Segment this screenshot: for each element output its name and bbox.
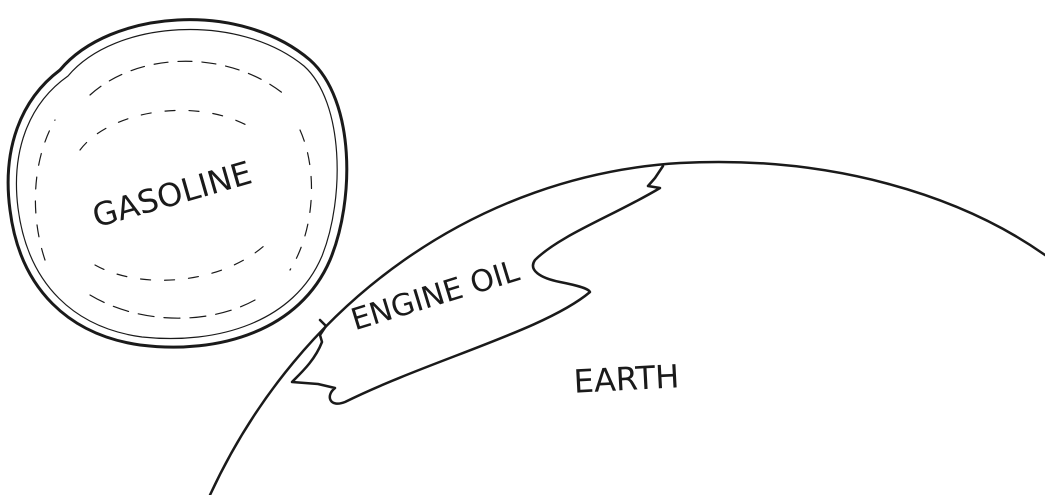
gasoline-sphere-dash-inner-low	[95, 245, 265, 280]
engine-oil-label: ENGINE OIL	[347, 254, 524, 338]
gasoline-sphere-dash-right	[290, 130, 311, 270]
gasoline-sphere-dash-left	[35, 120, 55, 260]
gasoline-sphere-dash-bottom	[90, 295, 255, 318]
gasoline-sphere: GASOLINE	[8, 20, 347, 347]
earth: ENGINE OIL EARTH	[210, 162, 1045, 495]
earth-label: EARTH	[573, 357, 680, 400]
gasoline-sphere-dash-top	[90, 61, 285, 95]
earth-outline	[210, 162, 1045, 495]
gasoline-sphere-dash-inner	[80, 110, 255, 150]
gasoline-label: GASOLINE	[88, 154, 256, 236]
